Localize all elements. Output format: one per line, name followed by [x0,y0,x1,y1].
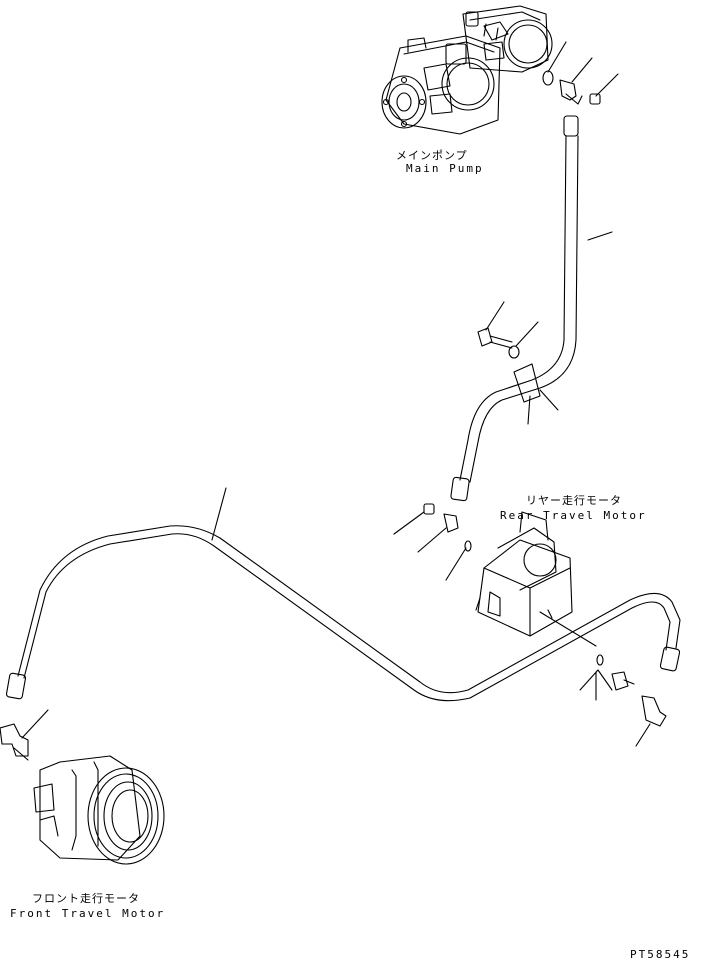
main-pump-label-en: Main Pump [406,162,484,175]
rear-travel-motor [393,503,573,637]
rear-motor-lower-fittings [539,611,667,747]
pipe-clamp [513,363,541,403]
front-motor-label-jp: フロント走行モータ [32,892,140,905]
clamp-bolt-washer [477,301,559,425]
rear-motor-label-jp: リヤー走行モータ [526,494,622,507]
plug-pump [589,93,601,105]
rear-motor-label-en: Rear Travel Motor [500,509,647,522]
hose-nut-top [563,115,579,137]
pipe-rear-to-front-motor [5,487,681,702]
main-pump-assembly [381,5,553,135]
o-ring-pump [542,70,554,86]
hose-nut-rear [659,646,681,672]
hose-nut-bottom [450,476,470,502]
front-motor-label-en: Front Travel Motor [10,907,166,920]
main-pump-label-jp: メインポンプ [396,149,468,162]
elbow-fitting-pump [559,79,577,101]
pump-fittings [542,41,619,105]
drawing-code: PT58545 [630,948,691,961]
hose-nut-front [5,672,27,700]
pipe-pump-to-rear-motor [450,115,613,502]
front-travel-motor [0,709,165,865]
